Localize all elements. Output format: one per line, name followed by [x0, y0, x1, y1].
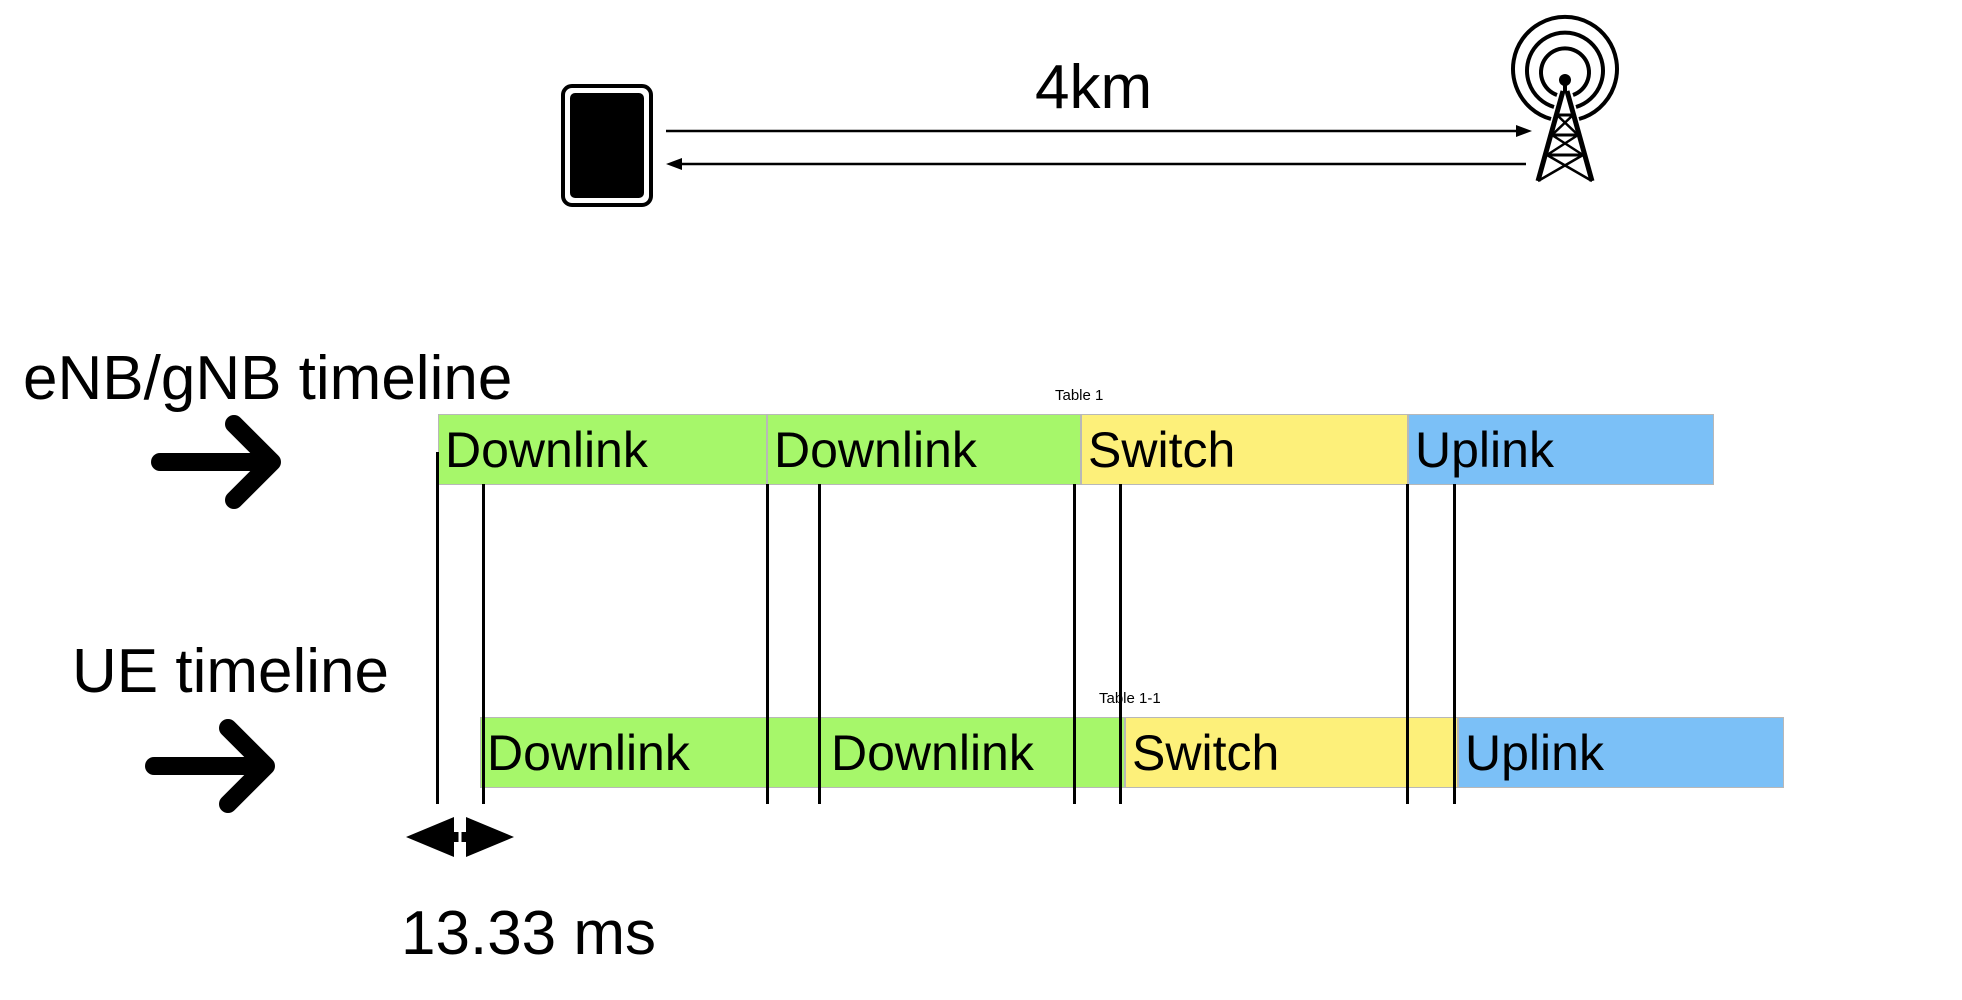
enb-segment-downlink-2: Downlink	[767, 414, 1081, 485]
marker-line	[1119, 484, 1122, 804]
marker-line	[1073, 484, 1076, 804]
delay-label: 13.33 ms	[401, 899, 657, 968]
link-arrows	[666, 125, 1532, 170]
ue-segment-switch: Switch	[1125, 717, 1458, 788]
enb-segment-uplink: Uplink	[1408, 414, 1714, 485]
marker-line	[1406, 484, 1409, 804]
marker-line	[766, 484, 769, 804]
marker-line	[482, 484, 485, 804]
right-arrow-icon	[145, 719, 275, 813]
double-arrow-icon	[406, 817, 514, 857]
marker-line	[1453, 484, 1456, 804]
downlink-arrowhead	[666, 158, 682, 170]
ue-table-caption: Table 1-1	[1099, 690, 1161, 707]
marker-line	[818, 484, 821, 804]
enb-segment-downlink-1: Downlink	[438, 414, 767, 485]
distance-label: 4km	[1035, 53, 1153, 122]
ue-timeline-title: UE timeline	[72, 637, 389, 706]
ue-segment-downlink-1: Downlink	[480, 717, 820, 788]
right-arrow-icon	[151, 415, 281, 509]
ue-segment-uplink: Uplink	[1458, 717, 1784, 788]
ue-segment-downlink-2: Downlink	[820, 717, 1125, 788]
enb-timeline-title: eNB/gNB timeline	[23, 344, 513, 413]
uplink-arrowhead	[1516, 125, 1532, 137]
enb-segment-switch: Switch	[1081, 414, 1408, 485]
marker-line	[436, 452, 439, 804]
phone-device-icon	[561, 84, 653, 207]
cell-tower-icon	[1511, 14, 1619, 183]
enb-table-caption: Table 1	[1055, 387, 1104, 404]
